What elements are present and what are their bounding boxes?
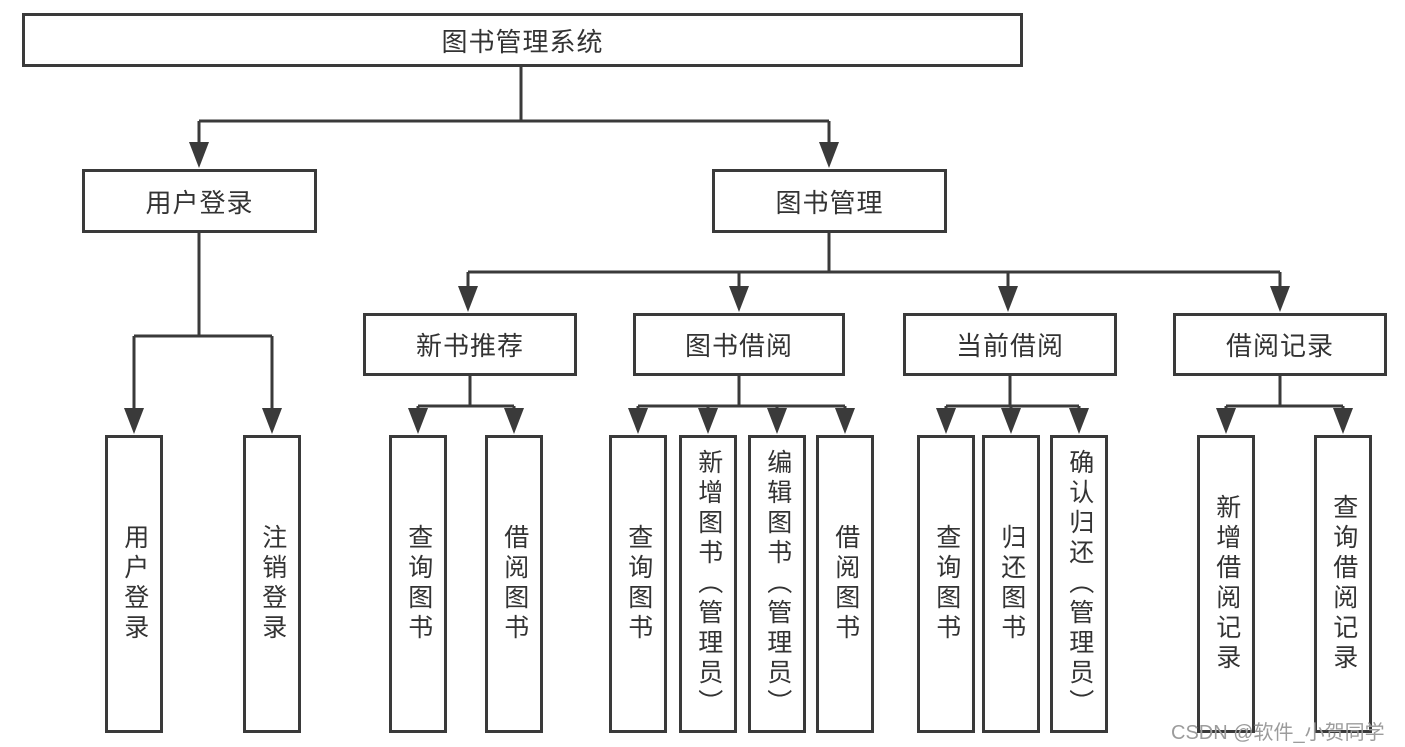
leaf-logout: 注销登录 [243, 435, 301, 733]
connector-current-borrow-children [936, 376, 1089, 434]
leaf-label: 借阅图书 [831, 524, 860, 644]
node-new-book-recommend: 新书推荐 [363, 313, 577, 376]
leaf-nb-borrow-books: 借阅图书 [485, 435, 543, 733]
connector-borrow-record-children [1216, 376, 1353, 434]
leaf-cb-confirm-return-admin: 确认归还（管理员） [1050, 435, 1108, 733]
leaf-br-query-record: 查询借阅记录 [1314, 435, 1372, 733]
leaf-cb-query-books: 查询图书 [917, 435, 975, 733]
leaf-user-login: 用户登录 [105, 435, 163, 733]
leaf-label: 查询借阅记录 [1329, 494, 1358, 674]
leaf-label: 查询图书 [624, 524, 653, 644]
leaf-bb-add-books-admin: 新增图书（管理员） [679, 435, 737, 733]
leaf-label: 查询图书 [404, 524, 433, 644]
leaf-br-add-record: 新增借阅记录 [1197, 435, 1255, 733]
leaf-cb-return-books: 归还图书 [982, 435, 1040, 733]
leaf-label: 用户登录 [120, 524, 149, 644]
leaf-label: 新增图书（管理员） [694, 449, 723, 719]
node-current-borrowing: 当前借阅 [903, 313, 1117, 376]
node-borrowing-records: 借阅记录 [1173, 313, 1387, 376]
leaf-label: 新增借阅记录 [1212, 494, 1241, 674]
leaf-bb-edit-books-admin: 编辑图书（管理员） [748, 435, 806, 733]
watermark: CSDN @软件_小贺同学 [1171, 722, 1385, 744]
leaf-nb-query-books: 查询图书 [389, 435, 447, 733]
connector-book-mgmt-children [458, 233, 1290, 312]
connector-user-login-children [124, 233, 282, 434]
leaf-label: 查询图书 [932, 524, 961, 644]
node-root: 图书管理系统 [22, 13, 1023, 67]
connector-root-to-level2 [189, 66, 839, 168]
node-book-management: 图书管理 [712, 169, 947, 233]
leaf-bb-borrow-books: 借阅图书 [816, 435, 874, 733]
leaf-label: 归还图书 [997, 524, 1026, 644]
leaf-label: 编辑图书（管理员） [763, 449, 792, 719]
connector-book-borrow-children [628, 376, 855, 434]
node-user-login: 用户登录 [82, 169, 317, 233]
node-book-borrowing: 图书借阅 [633, 313, 845, 376]
connector-new-book-children [408, 376, 524, 434]
leaf-bb-query-books: 查询图书 [609, 435, 667, 733]
leaf-label: 注销登录 [258, 524, 287, 644]
leaf-label: 借阅图书 [500, 524, 529, 644]
leaf-label: 确认归还（管理员） [1065, 449, 1094, 719]
